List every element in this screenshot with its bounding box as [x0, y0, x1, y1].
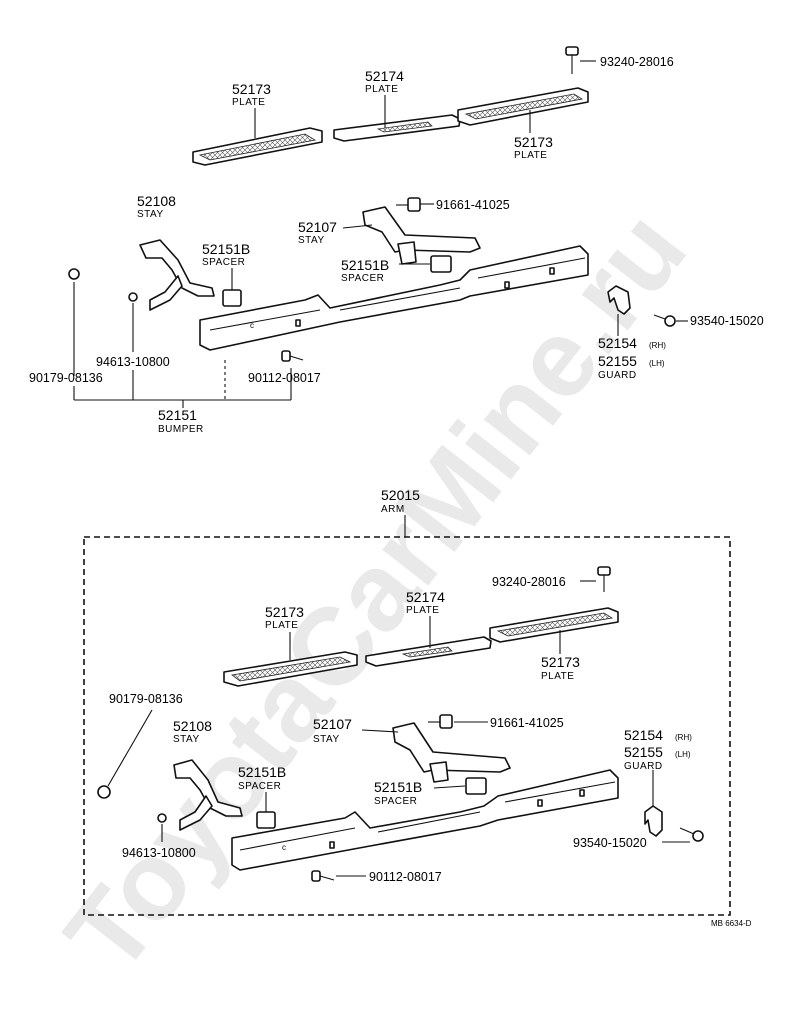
guard-rh-tag-bottom: (RH) — [675, 733, 692, 742]
drawing-code: MB 6634-D — [711, 919, 752, 928]
arm-name: ARM — [381, 504, 405, 515]
plate-left-top — [192, 127, 323, 166]
guard-lh-number-bottom: 52155 — [624, 744, 663, 760]
plate-center-number-bottom: 52174 — [406, 589, 445, 605]
plate-center-bottom — [365, 636, 492, 667]
top-section: c — [29, 46, 764, 435]
stay-right-name-bottom: STAY — [313, 734, 340, 745]
screw-guard-partno-bottom: 93540-15020 — [573, 836, 647, 850]
plate-left-bottom — [223, 651, 358, 687]
bottom-section: 52015 ARM c — [83, 487, 731, 916]
screw-icon — [679, 827, 704, 842]
spacer-right-number: 52151B — [341, 257, 389, 273]
washer-icon — [157, 813, 167, 823]
stay-right-number-bottom: 52107 — [313, 716, 352, 732]
plate-center-top — [333, 114, 461, 142]
arm-assembly-box — [83, 536, 731, 916]
guard-lh-tag: (LH) — [649, 359, 665, 368]
washer-icon — [128, 292, 138, 302]
stay-left-bottom — [173, 759, 243, 831]
spacer-right-top — [430, 255, 452, 273]
guard-name-bottom: GUARD — [624, 761, 663, 772]
spacer-left-number-bottom: 52151B — [238, 764, 286, 780]
stay-left-top — [139, 239, 215, 311]
guard-rh-number-bottom: 52154 — [624, 727, 663, 743]
spacer-left-number: 52151B — [202, 241, 250, 257]
spacer-right-name-bottom: SPACER — [374, 796, 417, 807]
arm-number: 52015 — [381, 487, 420, 503]
bumper-number: 52151 — [158, 407, 197, 423]
bolt-icon — [597, 566, 611, 592]
spacer-right-bottom — [465, 777, 487, 795]
guard-bottom — [644, 805, 663, 837]
bumper-bottom: c — [231, 769, 619, 871]
plate-right-number: 52173 — [514, 134, 553, 150]
plate-right-top — [457, 87, 589, 126]
screw-icon — [653, 314, 676, 327]
nut-icon — [97, 785, 111, 799]
bolt-stay-partno: 91661-41025 — [436, 198, 510, 212]
stay-right-bottom — [392, 722, 511, 783]
stay-left-number: 52108 — [137, 193, 176, 209]
nut-partno-bottom: 90179-08136 — [109, 692, 183, 706]
guard-name: GUARD — [598, 370, 637, 381]
bolt-plate-partno-bottom: 93240-28016 — [492, 575, 566, 589]
nut-icon — [68, 268, 80, 280]
guard-top — [607, 285, 631, 315]
spacer-left-top — [222, 289, 242, 307]
bolt-bumper-partno: 90112-08017 — [248, 371, 321, 385]
plate-center-number: 52174 — [365, 68, 404, 84]
spacer-right-number-bottom: 52151B — [374, 779, 422, 795]
stay-right-top — [362, 206, 481, 265]
plate-right-number-bottom: 52173 — [541, 654, 580, 670]
stay-right-number: 52107 — [298, 219, 337, 235]
guard-lh-tag-bottom: (LH) — [675, 750, 691, 759]
washer-partno: 94613-10800 — [96, 355, 170, 369]
bolt-icon — [281, 350, 304, 362]
spacer-left-bottom — [256, 811, 276, 829]
spacer-left-name-bottom: SPACER — [238, 781, 281, 792]
plate-center-name-bottom: PLATE — [406, 605, 439, 616]
spacer-right-name: SPACER — [341, 273, 384, 284]
bumper-top: c — [199, 245, 589, 351]
plate-left-name: PLATE — [232, 97, 265, 108]
svg-text:c: c — [282, 843, 286, 852]
bolt-icon — [311, 870, 335, 882]
nut-partno: 90179-08136 — [29, 371, 103, 385]
plate-right-name: PLATE — [514, 150, 547, 161]
stay-right-name: STAY — [298, 235, 325, 246]
bolt-icon — [565, 46, 579, 74]
bolt-bumper-partno-bottom: 90112-08017 — [369, 870, 442, 884]
bolt-stay-partno-bottom: 91661-41025 — [490, 716, 564, 730]
stay-left-number-bottom: 52108 — [173, 718, 212, 734]
stay-left-name: STAY — [137, 209, 164, 220]
stay-left-name-bottom: STAY — [173, 734, 200, 745]
plate-right-name-bottom: PLATE — [541, 671, 574, 682]
svg-text:c: c — [250, 321, 254, 330]
spacer-left-name: SPACER — [202, 257, 245, 268]
guard-lh-number: 52155 — [598, 353, 637, 369]
plate-left-number-bottom: 52173 — [265, 604, 304, 620]
screw-guard-partno: 93540-15020 — [690, 314, 764, 328]
guard-rh-tag: (RH) — [649, 341, 666, 350]
plate-center-name: PLATE — [365, 84, 398, 95]
guard-rh-number: 52154 — [598, 335, 637, 351]
bumper-name: BUMPER — [158, 424, 204, 435]
bolt-icon — [396, 197, 421, 212]
washer-partno-bottom: 94613-10800 — [122, 846, 196, 860]
plate-right-bottom — [489, 607, 619, 643]
bolt-plate-partno: 93240-28016 — [600, 55, 674, 69]
plate-left-name-bottom: PLATE — [265, 620, 298, 631]
plate-left-number: 52173 — [232, 81, 271, 97]
bolt-icon — [428, 714, 453, 729]
